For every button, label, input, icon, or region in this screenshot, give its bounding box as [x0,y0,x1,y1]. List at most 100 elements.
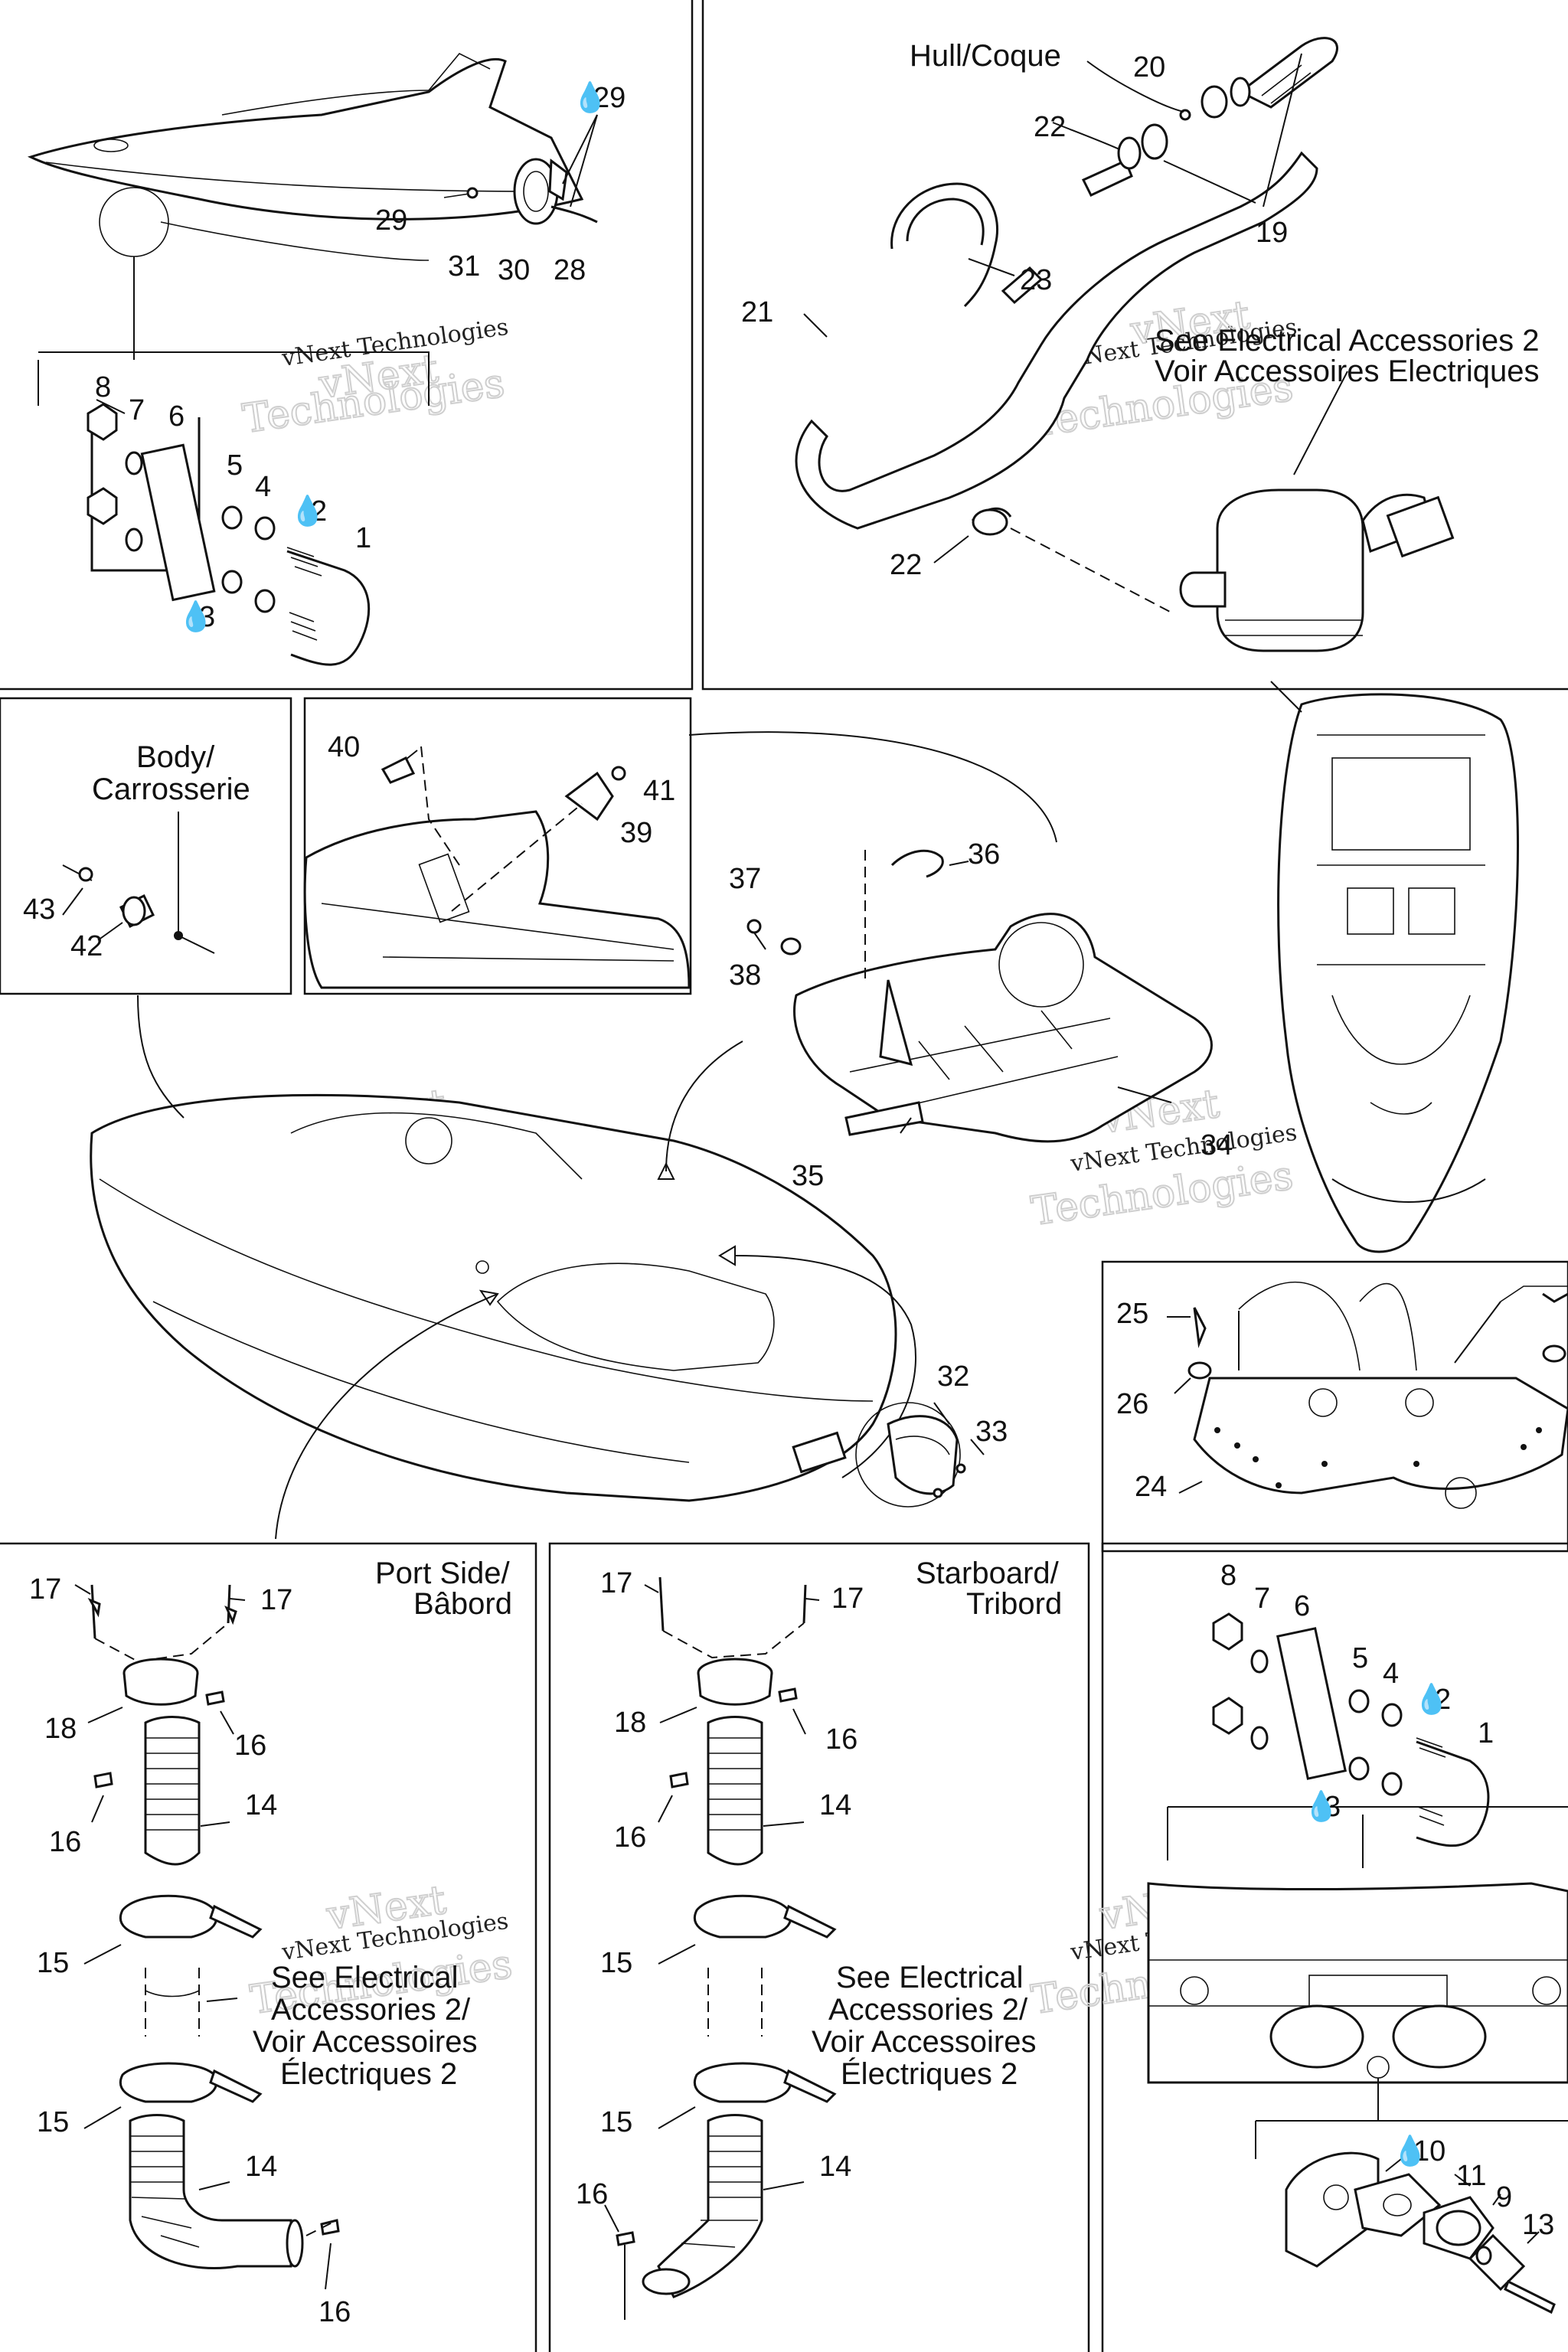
callout-26: 26 [1116,1388,1148,1420]
port-see-electrical-line4: Électriques 2 [280,2056,457,2091]
port-side-label-line2: Bâbord [413,1587,512,1621]
callout-29-top: 29 [593,82,626,114]
callout-2-bottom: 2 [1435,1684,1451,1716]
callout-7-bottom: 7 [1254,1583,1270,1615]
callout-20: 20 [1133,51,1165,83]
watermark-1: vNext Technologies vNext Technologies [239,314,510,443]
callout-42: 42 [70,930,103,962]
callout-17-port-right: 17 [260,1584,292,1616]
watermark-text-line2: Technologies [1028,1153,1295,1235]
fender-detail [1167,1281,1568,1509]
callout-29-left: 29 [375,204,407,237]
callout-28: 28 [554,254,586,286]
callout-24: 24 [1135,1471,1167,1503]
body-rivet-detail [62,812,215,954]
callout-5-top: 5 [227,449,243,482]
callout-6-bottom: 6 [1294,1590,1310,1622]
port-side-label-line1: Port Side/ [375,1557,511,1590]
hull-label: Hull/Coque [910,39,1061,73]
callout-16-port-b: 16 [49,1826,81,1858]
callout-18-star: 18 [614,1707,646,1739]
callout-16-port-c: 16 [318,2296,351,2328]
starboard-label-line2: Tribord [966,1587,1062,1621]
callout-36: 36 [968,838,1000,871]
callout-14-port-a: 14 [245,1789,277,1821]
callout-43: 43 [23,893,55,926]
callout-8-top: 8 [95,371,111,403]
drop-icon: 💧 [1392,2134,1428,2167]
fastener-dot [1536,1427,1542,1433]
callout-2-top: 2 [311,495,327,528]
port-see-electrical-line3: Voir Accessoires [253,2025,477,2059]
star-see-electrical-line4: Électriques 2 [841,2056,1018,2091]
callout-14-port-b: 14 [245,2151,277,2183]
star-see-electrical-line1: See Electrical [836,1961,1024,1994]
body-label-line2: Carrosserie [92,773,250,806]
callout-6-top: 6 [168,400,185,433]
callout-19: 19 [1256,217,1288,249]
seat-base-assembly [746,849,1213,1143]
body-label-line1: Body/ [136,740,215,774]
port-see-electrical-line2: Accessories 2/ [271,1993,471,2027]
callout-4-bottom: 4 [1383,1658,1399,1690]
callout-37: 37 [729,863,761,895]
callout-16-port-a: 16 [234,1730,266,1762]
boat-side-view [27,53,598,406]
pad-eye-detail [855,1402,985,1508]
fastener-dot [1321,1461,1328,1467]
star-see-electrical-line3: Voir Accessoires [812,2025,1036,2059]
callout-1-top: 1 [355,522,371,554]
callout-13: 13 [1522,2209,1554,2241]
callout-17-star-left: 17 [600,1567,632,1599]
callout-22-top: 22 [1034,111,1066,143]
callout-17-port-left: 17 [29,1573,61,1606]
fastener-dot [1521,1444,1527,1450]
callout-1-bottom: 1 [1478,1717,1494,1749]
callout-21: 21 [741,296,773,328]
fastener-dot [1253,1456,1259,1462]
callout-15-star-a: 15 [600,1947,632,1979]
callout-17-star-right: 17 [831,1583,864,1615]
drain-plug-assembly [1285,2151,1556,2314]
callout-35: 35 [792,1160,824,1192]
starboard-label-line1: Starboard/ [916,1557,1060,1590]
callout-32: 32 [937,1361,969,1393]
starboard-vent-assembly [604,1576,837,2320]
star-see-electrical-line2: Accessories 2/ [828,1993,1028,2027]
leader-curves [137,731,1057,1540]
callout-7-top: 7 [129,394,145,426]
callout-25: 25 [1116,1298,1148,1330]
u-bolt-assembly-bottom [1167,1612,1568,1868]
callout-9: 9 [1496,2181,1512,2213]
boat-deck-view [90,1093,897,1502]
callout-30: 30 [498,254,530,286]
callout-31: 31 [448,250,480,283]
callout-5-bottom: 5 [1352,1642,1368,1674]
callout-15-port-b: 15 [37,2106,69,2138]
callout-3-top: 3 [199,601,215,633]
callout-38: 38 [729,959,761,991]
callout-16-star-c: 16 [576,2178,608,2210]
seat-base-detail [303,746,691,989]
fastener-dot [1234,1442,1240,1449]
callout-23: 23 [1020,264,1052,296]
callout-8-bottom: 8 [1220,1560,1236,1592]
fastener-dot [1214,1427,1220,1433]
see-electrical-top-line1: See Electrical Accessories 2 [1155,324,1539,358]
drop-icon: 💧 [572,80,608,114]
drop-icon: 💧 [1413,1682,1449,1716]
drop-icon: 💧 [289,494,325,528]
callout-33: 33 [975,1416,1008,1448]
callout-11: 11 [1456,2160,1486,2192]
fastener-dot [1413,1461,1419,1467]
callout-18-port: 18 [44,1713,77,1745]
callout-39: 39 [620,817,652,849]
callout-40: 40 [328,731,360,763]
callout-4-top: 4 [255,471,271,503]
port-vent-assembly [74,1584,340,2290]
callout-14-star-b: 14 [819,2151,851,2183]
boat-top-view [1270,681,1519,1253]
see-electrical-top-line2: Voir Accessoires Electriques [1155,354,1539,388]
drop-icon: 💧 [178,599,214,633]
fastener-dot [1276,1482,1282,1488]
